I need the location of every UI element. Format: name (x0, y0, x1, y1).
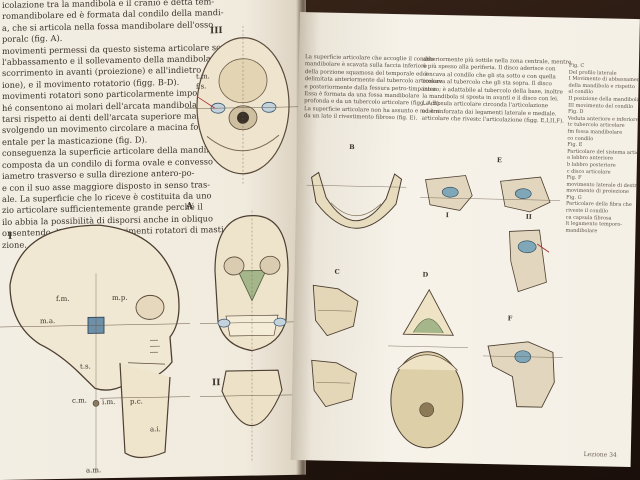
figure-label-b: B (349, 143, 355, 152)
anatomy-label: p.c. (130, 397, 143, 406)
anatomy-label: t.m. (196, 72, 210, 81)
skull-base-illustration-d (388, 288, 469, 449)
anatomy-label: c.m. (72, 396, 88, 405)
anatomy-label: t.s. (80, 362, 91, 371)
caption-line: mandibolare (565, 227, 598, 235)
figure-label-i: I (8, 231, 13, 242)
figure-label-f: F (507, 314, 513, 323)
figure-label-iii: III (210, 26, 223, 37)
anatomy-label: f.s. (196, 82, 207, 91)
mandible-illustration-b (306, 171, 407, 229)
skull-top-view-illustration (185, 25, 300, 186)
mandible-illustration-c (311, 284, 359, 408)
anatomy-label: m.p. (112, 293, 128, 303)
figure-label-i-right: I (445, 211, 449, 220)
joint-detail-illustration-e (420, 175, 561, 293)
right-page: La superficie articolare che accoglie il… (290, 12, 640, 468)
skull-side-view-illustration (0, 224, 190, 474)
left-page: icolazione tra la mandibola e il cranio … (0, 0, 306, 480)
skull-front-view-illustration (200, 210, 300, 461)
right-body-text-column-2: anteriormente più sottile nella zona cen… (421, 57, 572, 126)
figure-caption-column: Fig. C Del profilo laterale I Movimento … (565, 63, 640, 236)
anatomy-label: i.m. (102, 397, 116, 407)
joint-movement-illustration-f (482, 341, 563, 408)
figure-label-ii: II (212, 378, 221, 389)
figure-label-a: A (186, 201, 193, 212)
figure-label-ii-right: II (525, 212, 532, 221)
anatomy-label: m.a. (40, 317, 56, 326)
text-line: articolare che rivestc l'articolazione (… (421, 115, 564, 125)
anatomy-label: a.m. (86, 466, 102, 475)
anatomy-label: a.i. (150, 425, 161, 434)
figure-label-c: C (334, 267, 340, 276)
page-number: Lezione 34 (583, 451, 617, 459)
anatomy-label: f.m. (56, 294, 70, 304)
figure-label-e: E (496, 156, 502, 165)
